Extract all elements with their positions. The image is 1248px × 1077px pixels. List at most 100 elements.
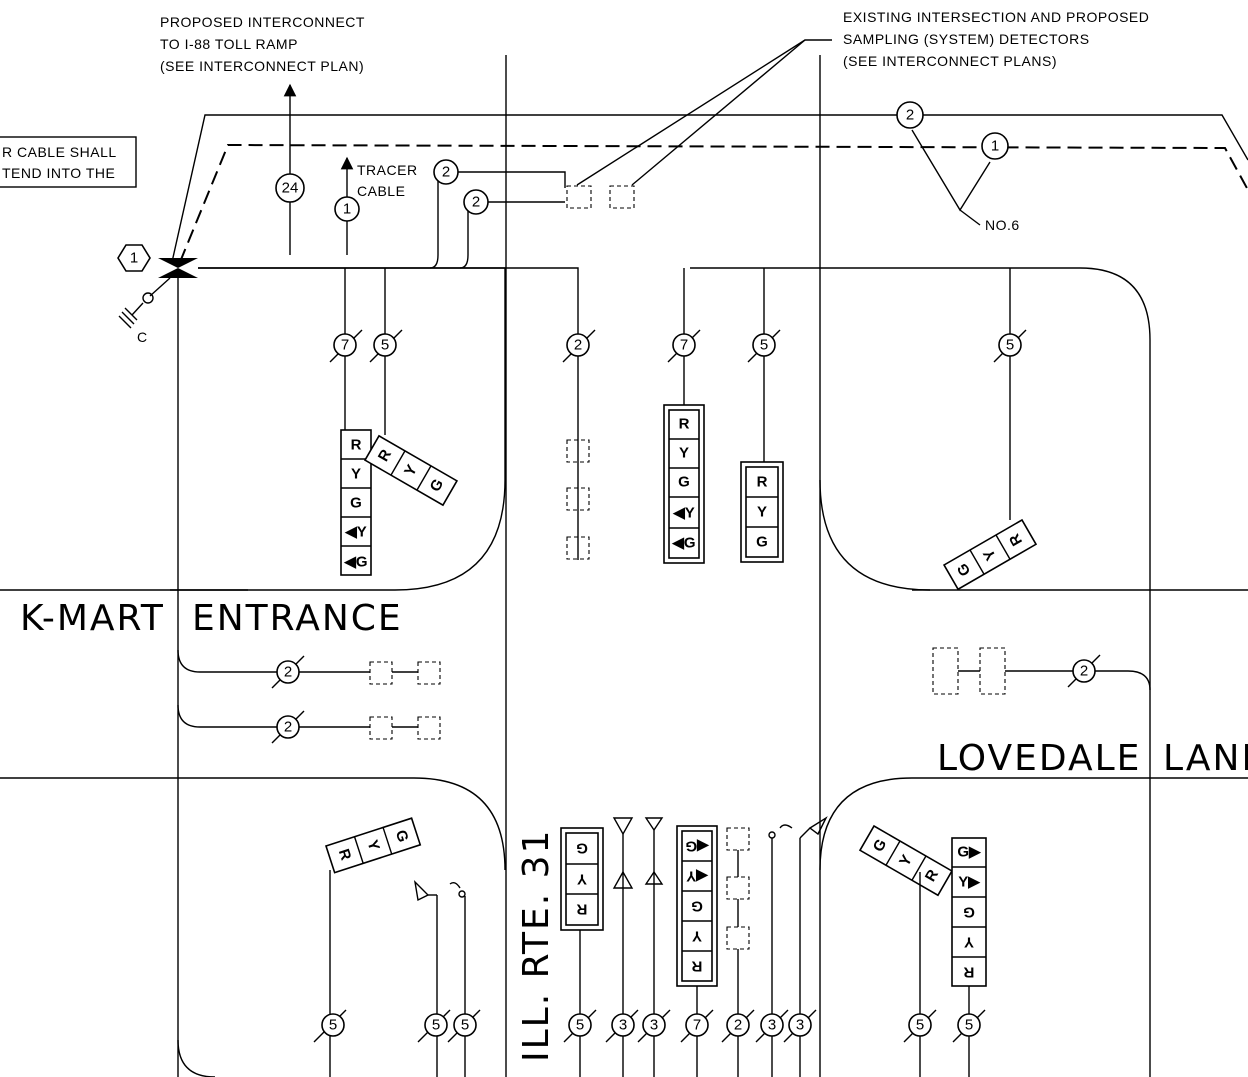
tag-3-s10: 3 [783,1009,817,1043]
tag-5-ne: 5 [993,329,1027,363]
svg-text:5: 5 [760,337,768,354]
tag-5-n: 5 [747,329,781,363]
tag-3-s6: 3 [637,1009,671,1043]
signal-head-s-5sec: ◀G ◀Y G Y R [676,825,718,987]
interconnect-cables [171,83,1248,263]
svg-text:5: 5 [965,1017,973,1034]
svg-text:◀G: ◀G [685,838,709,855]
signal-head-se-angled: G Y R [858,824,954,897]
svg-text:◀G: ◀G [343,554,367,571]
svg-text:Y: Y [692,928,702,945]
tag-5-s4: 5 [563,1009,597,1043]
tags-south: 5 5 5 5 3 3 7 2 3 3 5 5 [313,1009,986,1043]
detectors-note-line-3: (SEE INTERCONNECT PLANS) [843,53,1057,69]
street-rte-31: ILL. RTE. 31 [516,829,557,1062]
svg-text:◀Y: ◀Y [344,524,367,541]
svg-text:1: 1 [130,250,138,267]
cable-note-line-2: TEND INTO THE [2,165,115,181]
street-kmart: K-MART [20,598,165,639]
tag-1-top: 1 [991,138,999,155]
svg-text:5: 5 [1006,337,1014,354]
svg-text:2: 2 [574,337,582,354]
tag-2-a: 2 [442,164,450,181]
no6-label: NO.6 [985,217,1020,233]
svg-text:3: 3 [768,1017,776,1034]
svg-text:Y: Y [679,445,689,462]
svg-text:Y: Y [964,934,974,951]
feeder-cables: 2 2 [198,159,1011,560]
svg-text:Y: Y [363,838,382,853]
svg-text:◀Y: ◀Y [686,868,709,885]
tag-7-s7: 7 [680,1009,714,1043]
svg-text:R: R [963,964,974,981]
svg-text:G: G [691,898,703,915]
svg-text:G: G [678,474,690,491]
svg-text:◀G: ◀G [671,535,695,552]
tag-5-s11: 5 [903,1009,937,1043]
svg-text:Y: Y [577,871,587,888]
svg-text:R: R [757,474,768,491]
svg-text:R: R [335,847,355,863]
tag-3-s9: 3 [755,1009,789,1043]
tag-2-s8: 2 [721,1009,755,1043]
svg-text:5: 5 [381,337,389,354]
svg-text:2: 2 [284,664,292,681]
tag-2-n: 2 [562,329,596,363]
ped-signals-s [612,817,664,1077]
tag-2-w1: 2 [271,655,305,689]
svg-text:3: 3 [619,1017,627,1034]
svg-text:7: 7 [680,337,688,354]
tag-3-s5: 3 [605,1009,639,1043]
detector-leaders [576,39,832,186]
svg-text:2: 2 [734,1017,742,1034]
svg-text:G: G [963,904,975,921]
tag-24: 24 [275,173,305,203]
tag-5-s12: 5 [952,1009,986,1043]
tag-2-w2: 2 [271,710,305,744]
cable-note-box: R CABLE SHALL TEND INTO THE [0,136,137,188]
svg-text:3: 3 [796,1017,804,1034]
svg-text:5: 5 [432,1017,440,1034]
svg-text:3: 3 [650,1017,658,1034]
detectors-note-line-2: SAMPLING (SYSTEM) DETECTORS [843,31,1090,47]
svg-text:R: R [576,901,587,918]
svg-text:G: G [576,840,588,857]
tag-5-s2: 5 [417,1009,451,1043]
detectors-west: 2 2 [177,649,441,744]
ped-signals-s2 [768,816,828,1077]
interconnect-note-line-1: PROPOSED INTERCONNECT [160,14,365,30]
svg-text:G▶: G▶ [957,844,982,861]
signal-head-nw-angled: R Y G [363,434,459,507]
ground-label: C [137,329,148,345]
svg-text:Y▶: Y▶ [958,874,981,891]
svg-text:R: R [691,958,702,975]
tag-2-top: 2 [906,107,914,124]
signal-head-ne-angled: G Y R [942,518,1038,591]
no6-tags: 2 1 NO.6 [896,101,1020,233]
interconnect-note-line-3: (SEE INTERCONNECT PLAN) [160,58,364,74]
svg-text:5: 5 [329,1017,337,1034]
street-lovedale: LOVEDALE [937,738,1141,779]
tracer-label-2: CABLE [357,183,405,199]
interconnect-note: PROPOSED INTERCONNECT TO I-88 TOLL RAMP … [160,14,365,74]
svg-text:1: 1 [343,201,351,218]
svg-text:2: 2 [1080,663,1088,680]
hex-tag-1: 1 [117,244,151,272]
svg-text:5: 5 [576,1017,584,1034]
tracer-cable-label: 1 TRACER CABLE [334,162,418,222]
detectors-south [726,827,750,1077]
signal-head-se-5sec: G▶ Y▶ G Y R [951,837,987,987]
detectors-note-line-1: EXISTING INTERSECTION AND PROPOSED [843,9,1149,25]
ped-signals-sw [413,879,466,1077]
signal-head-nw-5sec: R Y G ◀Y ◀G [340,429,372,576]
tags-north: 7 5 2 7 5 5 [329,329,1027,363]
interconnect-note-line-2: TO I-88 TOLL RAMP [160,36,298,52]
detectors-east: 2 [932,647,1151,695]
detectors-north [566,439,590,560]
tag-5-nw: 5 [369,329,403,363]
street-lane: LANE [1163,738,1248,779]
system-detectors [566,185,635,209]
tracer-label-1: TRACER [357,162,418,178]
svg-text:◀Y: ◀Y [672,505,695,522]
